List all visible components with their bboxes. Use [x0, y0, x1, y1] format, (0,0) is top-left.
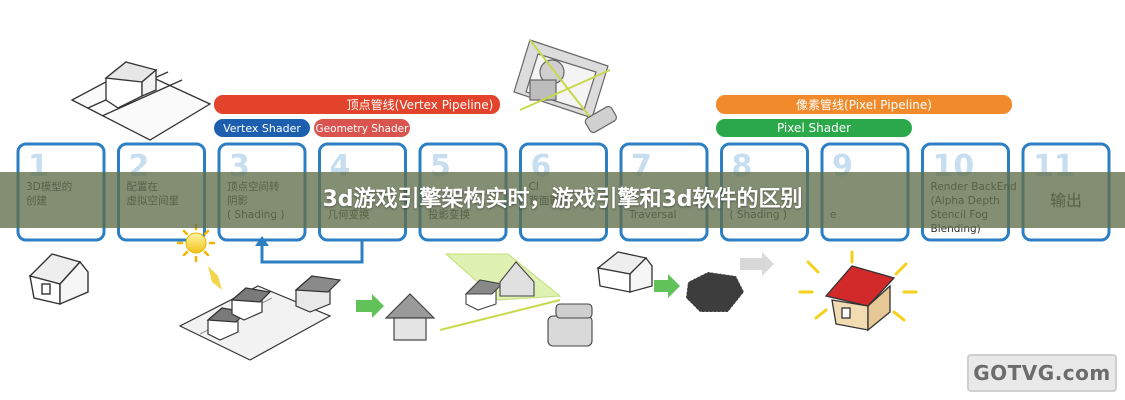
site-watermark: GOTVG.com	[967, 354, 1117, 392]
vertex-shader-label: Vertex Shader	[223, 122, 301, 135]
page-title: 3d游戏引擎架构实时，游戏引擎和3d软件的区别	[322, 187, 803, 212]
house-on-grid-illustration	[70, 61, 212, 141]
red-roof-house-illustration	[824, 265, 896, 332]
round-hut-illustration	[384, 293, 436, 341]
title-overlay-band	[0, 172, 1125, 228]
pixel-pipeline-bar	[716, 95, 1012, 114]
green-arrow-1	[356, 294, 384, 318]
green-arrow-3	[740, 252, 774, 276]
pixel-pipeline-label: 像素管线(Pixel Pipeline)	[796, 97, 932, 112]
grey-house-illustration	[294, 275, 342, 313]
white-house-illustration	[596, 251, 653, 293]
rasterized-shape	[685, 271, 745, 313]
vertex-pipeline-label: 顶点管线(Vertex Pipeline)	[347, 97, 494, 112]
shading-loop-arrow	[260, 240, 364, 264]
green-arrow-2	[654, 274, 680, 298]
light-rays	[798, 250, 918, 322]
pixel-shader-label: Pixel Shader	[777, 121, 851, 135]
watermark-text: GOTVG.com	[973, 361, 1111, 385]
sun-ray-arrow	[208, 266, 222, 290]
pixel-shader-tag	[716, 119, 912, 137]
projection-illustration	[513, 39, 617, 134]
geometry-shader-tag	[314, 119, 410, 137]
geometry-shader-label: Geometry Shader	[316, 123, 410, 135]
model-house-illustration	[28, 253, 89, 306]
clipping-scene-illustration	[439, 253, 593, 347]
placed-houses-illustration	[178, 285, 332, 361]
shading-loop-arrowhead	[255, 236, 269, 246]
vertex-shader-tag	[214, 119, 310, 137]
vertex-pipeline-bar	[214, 95, 500, 114]
